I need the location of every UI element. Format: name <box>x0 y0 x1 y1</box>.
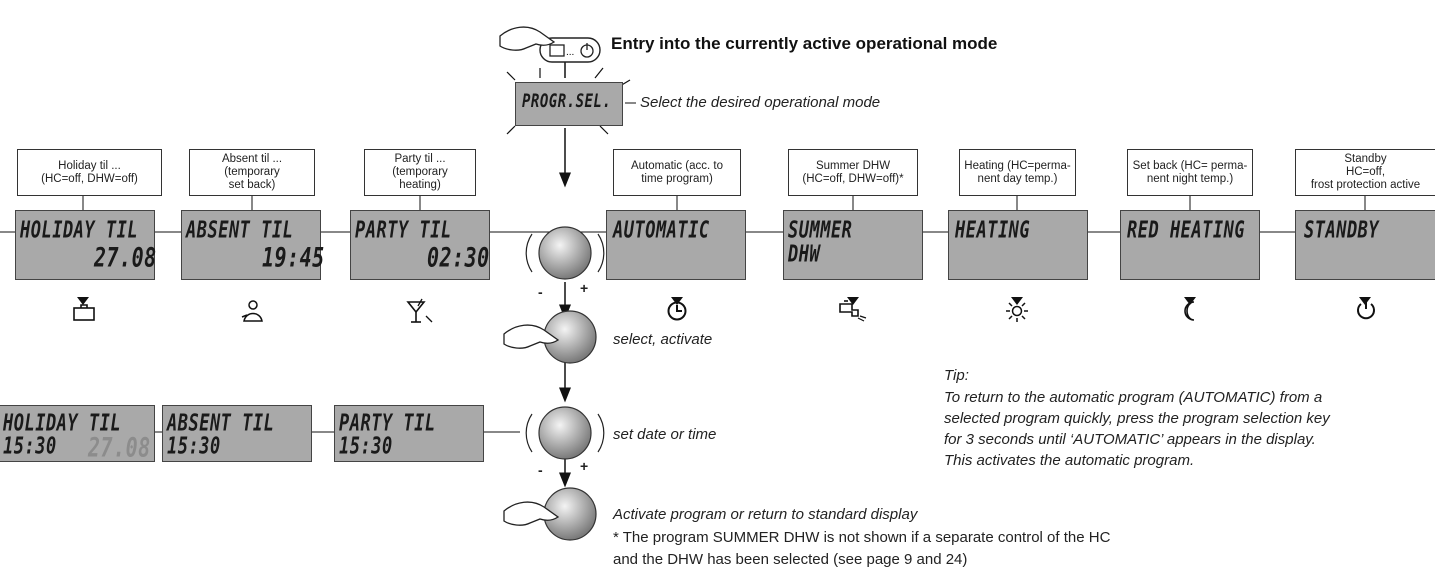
lcd-summer-dhw: SUMMER DHW <box>783 210 923 280</box>
hand-press-button-icon: ... <box>496 16 606 66</box>
footnote-line-2: and the DHW has been selected (see page … <box>613 551 968 568</box>
tap-icon <box>838 300 868 322</box>
hand-press-knob-icon[interactable] <box>500 310 610 365</box>
lcd-set-absent: ABSENT TIL 15:30 <box>162 405 312 462</box>
tip-line-1: To return to the automatic program (AUTO… <box>944 389 1323 406</box>
hand-press-knob-2-icon[interactable] <box>500 487 610 542</box>
label-set-back: Set back (HC= perma-nent night temp.) <box>1127 149 1253 196</box>
prog-sel-display: PROGR.SEL. <box>515 82 623 126</box>
lcd-holiday: HOLIDAY TIL 27.08 <box>15 210 156 280</box>
select-activate-text: select, activate <box>613 331 713 348</box>
lcd-standby: STANDBY <box>1295 210 1435 280</box>
lcd-set-party: PARTY TIL 15:30 <box>334 405 484 462</box>
person-away-icon <box>240 299 266 325</box>
rotary-knob-icon[interactable] <box>518 222 612 288</box>
activate-program-text: Activate program or return to standard d… <box>613 506 918 523</box>
entry-heading: Entry into the currently active operatio… <box>611 34 998 53</box>
cocktail-glass-icon <box>406 298 436 326</box>
knob-plus-label: + <box>580 280 589 296</box>
lcd-party: PARTY TIL 02:30 <box>350 210 490 280</box>
tip-line-3: for 3 seconds until ‘AUTOMATIC’ appears … <box>944 431 1316 448</box>
lcd-absent: ABSENT TIL 19:45 <box>181 210 324 280</box>
set-date-time-text: set date or time <box>613 426 717 443</box>
label-heating: Heating (HC=perma-nent day temp.) <box>959 149 1076 196</box>
lcd-red-heating: RED HEATING <box>1120 210 1260 280</box>
lcd-automatic: AUTOMATIC <box>606 210 746 280</box>
svg-text:...: ... <box>566 47 574 58</box>
prog-sel-caption: Select the desired operational mode <box>640 94 881 111</box>
label-summer-dhw: Summer DHW(HC=off, DHW=off)* <box>788 149 918 196</box>
prog-sel-lcd-text: PROGR.SEL. <box>522 91 612 113</box>
label-holiday: Holiday til ...(HC=off, DHW=off) <box>17 149 162 196</box>
power-icon <box>1354 298 1378 322</box>
knob-minus-label: - <box>538 284 543 300</box>
tip-line-2: selected program quickly, press the prog… <box>944 410 1330 427</box>
rotary-knob-2-icon[interactable] <box>518 402 612 468</box>
suitcase-icon <box>72 302 96 322</box>
footnote-line-1: * The program SUMMER DHW is not shown if… <box>613 529 1111 546</box>
sun-icon <box>1005 299 1029 323</box>
tip-line-4: This activates the automatic program. <box>944 452 1195 469</box>
lcd-heating: HEATING <box>948 210 1088 280</box>
knob-2-plus-label: + <box>580 458 589 474</box>
moon-icon <box>1182 300 1200 322</box>
lcd-set-holiday: HOLIDAY TIL 15:30 27.08 <box>0 405 155 463</box>
clock-icon <box>666 300 688 322</box>
knob-2-minus-label: - <box>538 462 543 478</box>
tip-title: Tip: <box>944 367 969 384</box>
